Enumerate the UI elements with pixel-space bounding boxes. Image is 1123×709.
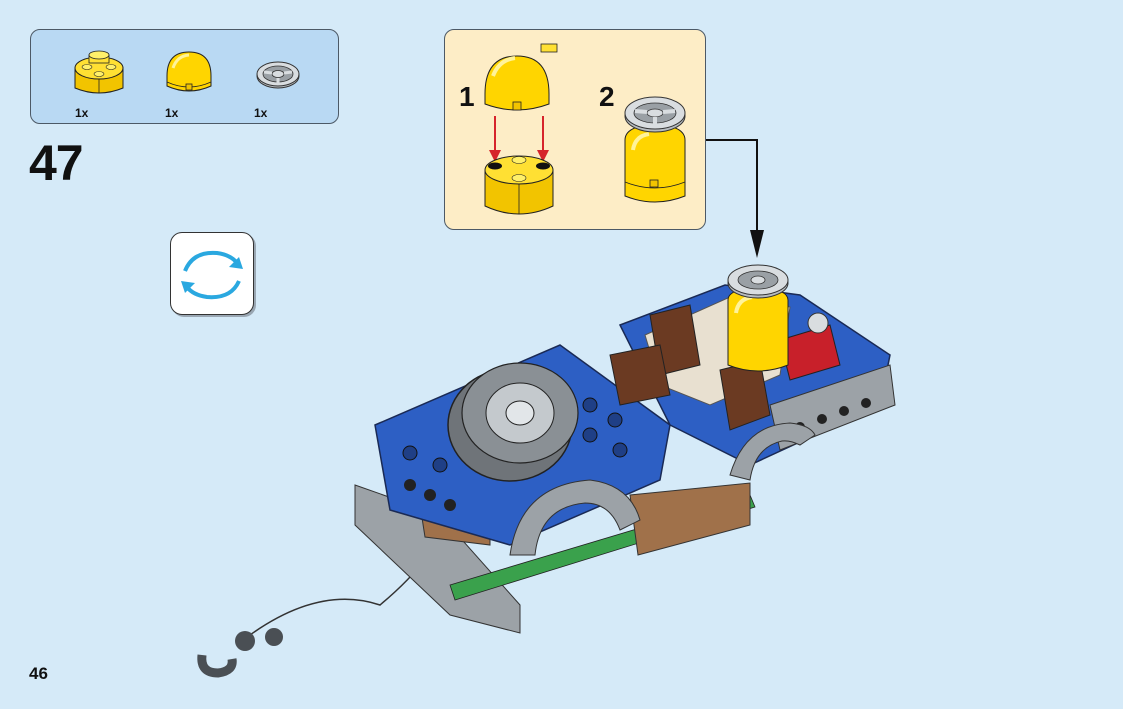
parts-item-qty: 1x: [254, 106, 268, 120]
sub-step-2-illustration: [624, 96, 686, 203]
sub-step-1-illustration: [484, 43, 558, 215]
parts-item-round-brick: 1x: [69, 42, 129, 122]
light-gray-steering-wheel-icon: [256, 61, 300, 89]
parts-callout: 1x 1x 1x: [30, 29, 339, 124]
callout-pointer-arrow: [706, 139, 764, 258]
sub-step-1-number: 1: [459, 81, 475, 112]
yellow-round-dome-2x2-icon: [166, 51, 212, 92]
vehicle-model-illustration: [197, 264, 896, 678]
parts-item-steering-wheel: 1x: [248, 42, 308, 122]
parts-item-round-dome: 1x: [159, 42, 219, 122]
rotate-model-icon: [181, 250, 243, 300]
page-number: 46: [29, 664, 48, 683]
yellow-round-brick-2x2-icon: [74, 50, 124, 94]
step-number: 47: [29, 135, 84, 191]
parts-item-qty: 1x: [75, 106, 89, 120]
sub-step-2-number: 2: [599, 81, 615, 112]
sub-assembly-callout: 1 2: [444, 29, 706, 230]
rotate-indicator: [170, 232, 254, 315]
parts-item-qty: 1x: [165, 106, 179, 120]
